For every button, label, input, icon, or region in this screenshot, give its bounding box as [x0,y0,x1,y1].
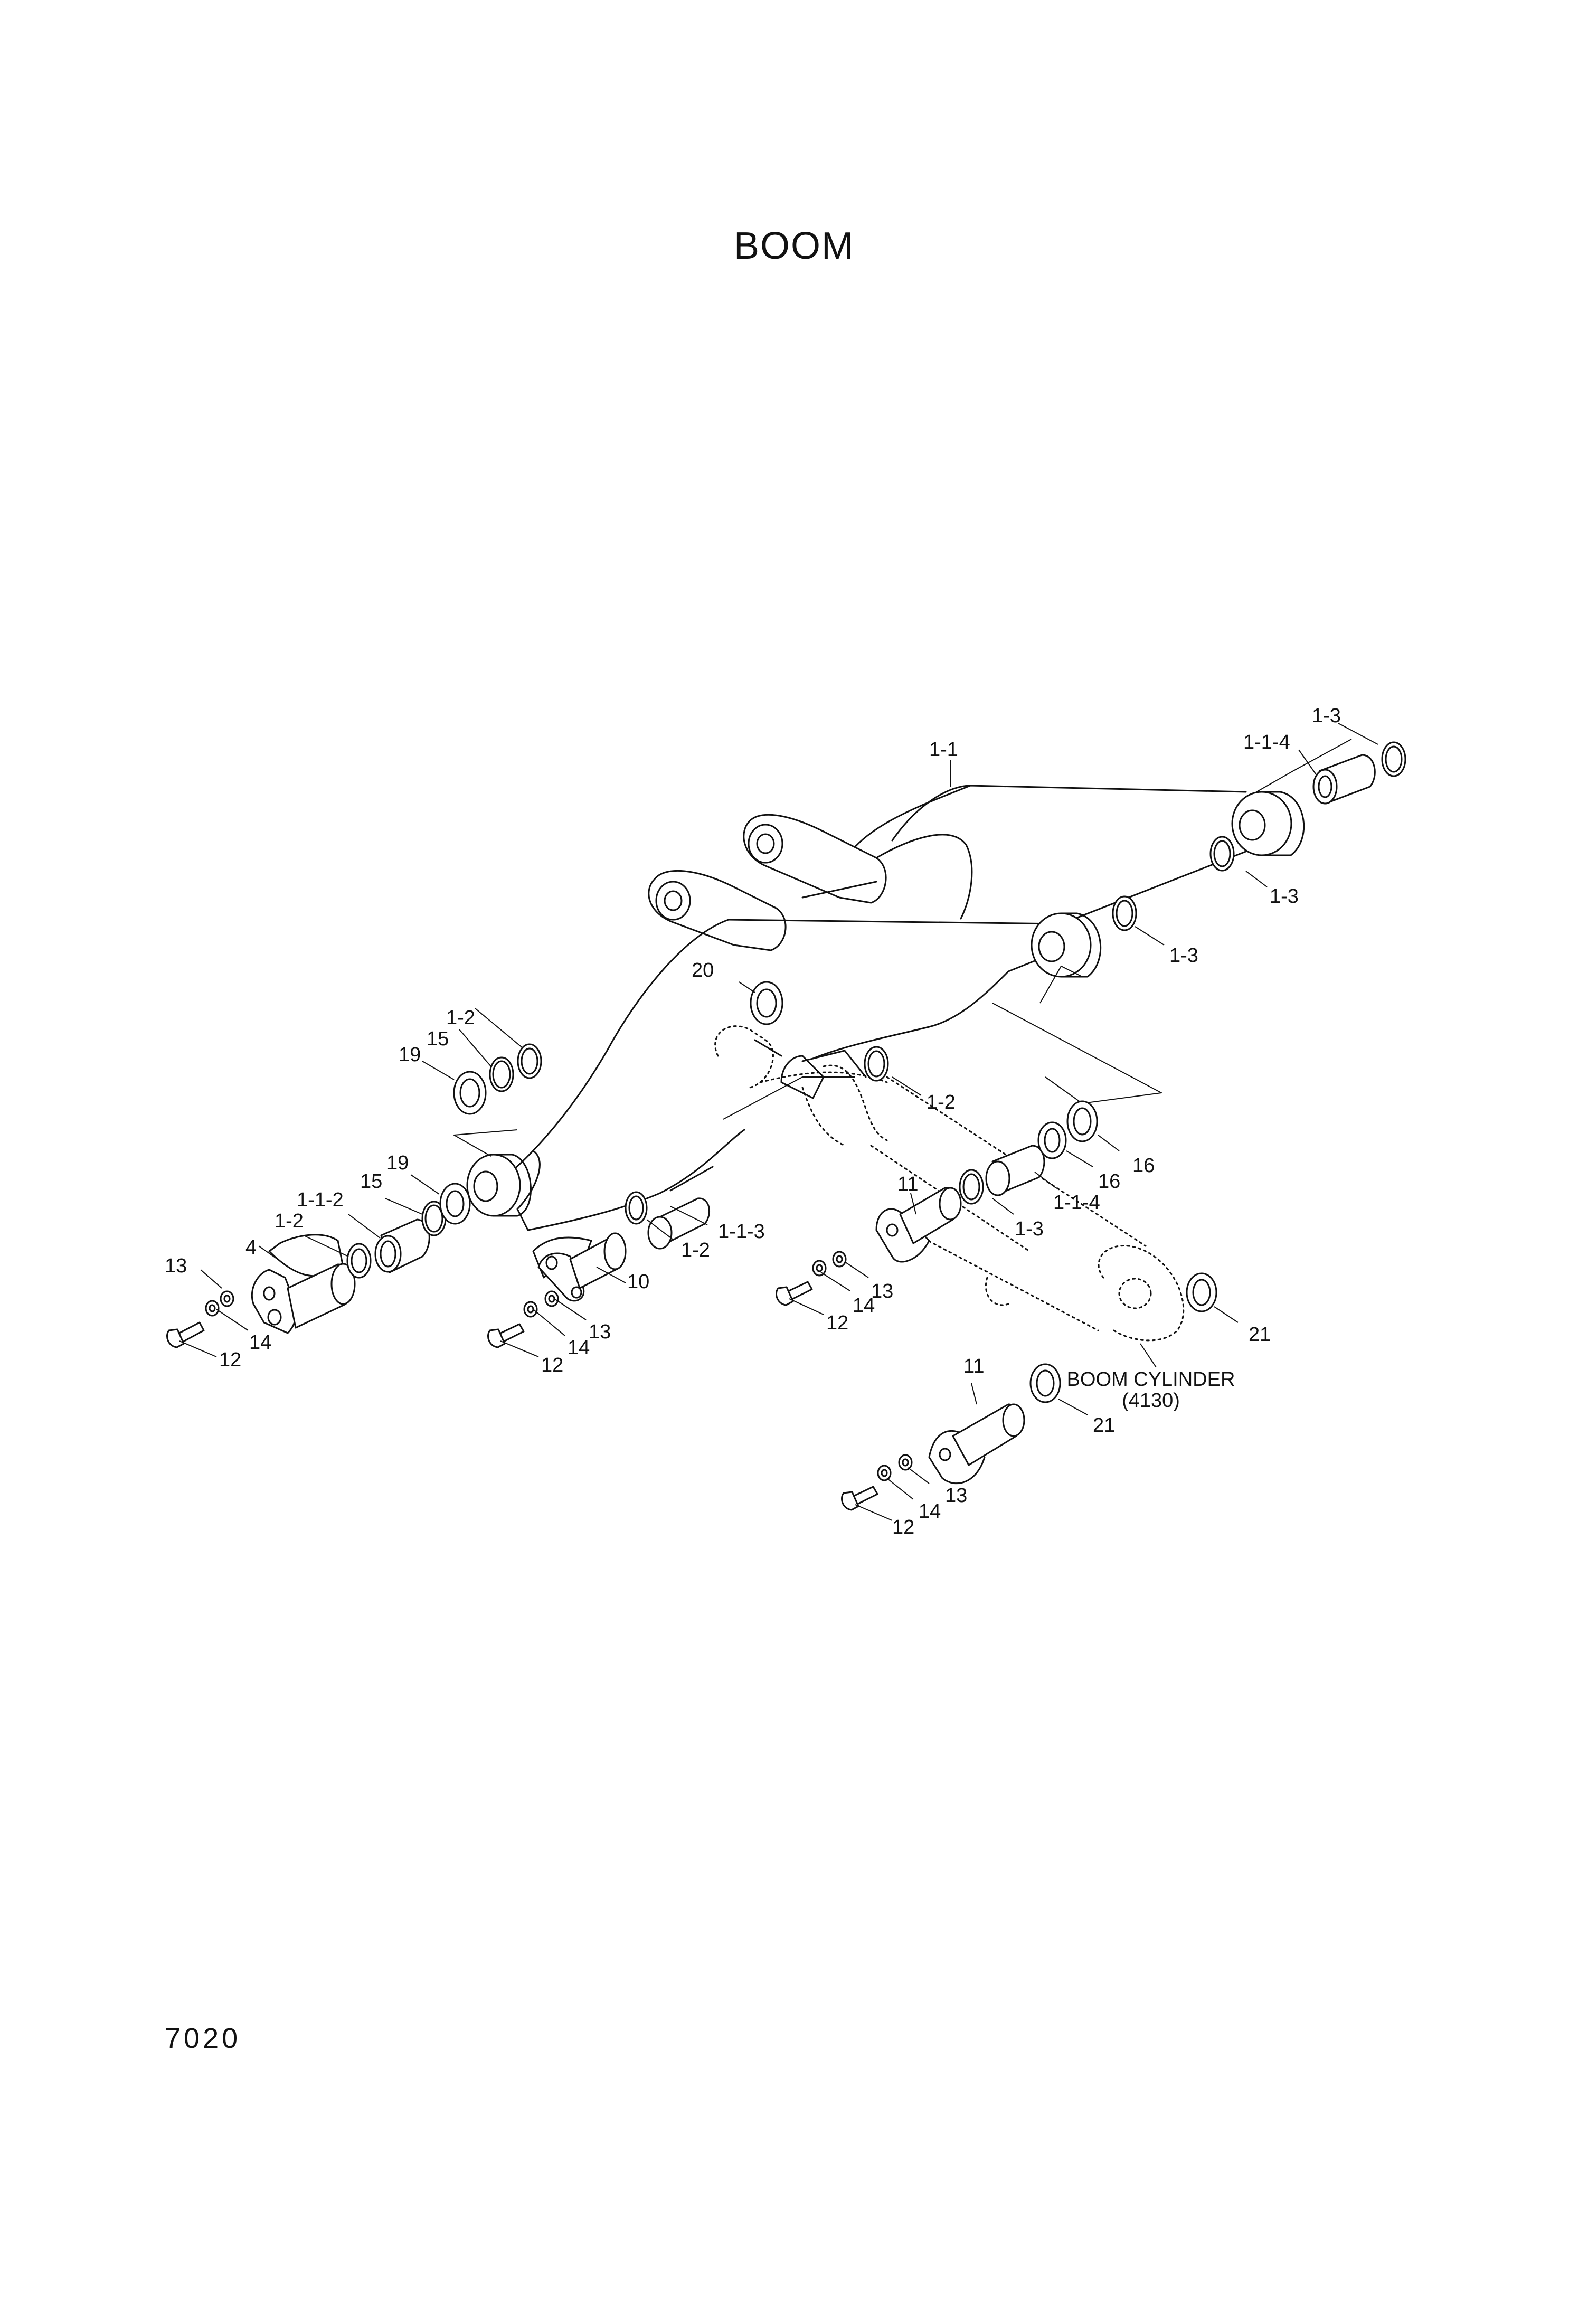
bolts-center [487,1290,559,1348]
callout-label: 1-2 [927,1091,956,1113]
boom-cylinder-ref: (4130) [1122,1390,1180,1412]
upper-right-bushing-set [750,741,1406,1082]
bolts-left [166,1290,234,1348]
washers-upper-left [453,1043,542,1115]
callout-label: 12 [541,1354,563,1376]
callout-label: 16 [1132,1155,1155,1177]
bolts-lower [841,1454,913,1511]
callout-label: 14 [853,1295,875,1317]
callout-label: 19 [399,1044,421,1066]
callout-label: 1-3 [1270,885,1299,908]
boom-arm-outline [452,739,1352,1231]
callout-label: 13 [165,1255,187,1277]
callout-label: 21 [1093,1414,1115,1437]
callout-label: 1-1-4 [1243,731,1290,753]
callout-label: 13 [945,1485,967,1507]
callout-label: 4 [245,1236,257,1259]
callout-label: 16 [1098,1170,1120,1193]
bolts-right-center [776,1251,847,1306]
callout-label: 12 [892,1516,914,1538]
boom-cylinder-label: BOOM CYLINDER [1067,1368,1235,1391]
callout-label: 11 [963,1355,984,1377]
leader-lines [179,723,1378,1521]
pin-11-lower-assembly [928,1272,1217,1485]
pin-11-upper-assembly [875,1100,1098,1263]
callout-label: 1-1-3 [718,1221,765,1243]
callout-label: 1-2 [275,1210,304,1232]
pin-10-assembly [532,1191,710,1302]
callout-label: 1-3 [1312,705,1341,727]
callout-label: 11 [897,1173,918,1195]
callout-label: 1-2 [446,1007,475,1029]
callout-label: 14 [568,1337,590,1359]
washers-and-rings-left [346,1183,471,1279]
callout-label: 1-2 [681,1239,710,1261]
callout-label: 14 [919,1500,941,1523]
callout-label: 13 [589,1321,611,1343]
callout-label: 19 [386,1152,409,1174]
callout-label: 1-1 [929,739,958,761]
page-title: BOOM [733,225,854,267]
callout-label: 1-3 [1015,1218,1044,1240]
callout-label: 1-1-4 [1053,1192,1100,1214]
callout-label: 12 [219,1349,241,1371]
pin-4-assembly [251,1234,356,1334]
boom-cylinder-bracket [754,1039,867,1099]
page-number: 7020 [165,2023,241,2054]
callout-label: 14 [249,1331,271,1354]
callout-label: 21 [1249,1324,1271,1346]
callout-label: 1-3 [1169,944,1198,967]
callout-label: 12 [826,1312,848,1334]
boom-cylinder-phantom [714,1025,1185,1342]
callout-label: 13 [871,1280,893,1302]
callout-label: 15 [360,1170,382,1193]
callout-label: 20 [692,959,714,981]
callout-label: 10 [627,1271,649,1293]
callout-label: 15 [427,1028,449,1050]
callout-label: 1-1-2 [297,1189,344,1211]
callout-labels: 1-3 1-1 1-1-4 1-3 1-3 20 1-2 15 19 1-2 1… [165,705,1341,1538]
